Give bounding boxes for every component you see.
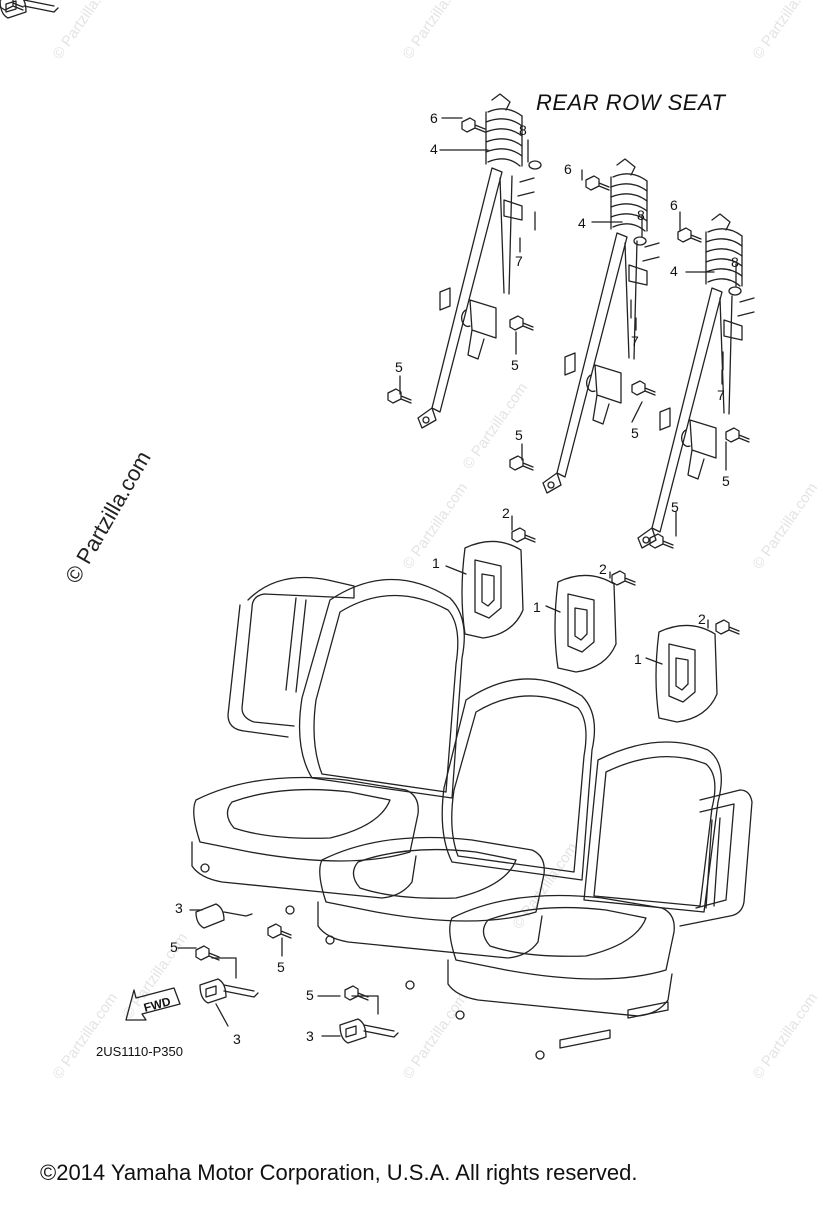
callout-label: 5 xyxy=(671,499,679,515)
callout-label: 4 xyxy=(430,141,438,157)
watermark-text: © Partzilla.com xyxy=(49,990,121,1083)
seat-frame-right xyxy=(679,789,753,927)
callout-label: 4 xyxy=(578,215,586,231)
callout-label: 3 xyxy=(175,900,183,916)
callout-label: 3 xyxy=(306,1028,314,1044)
diagram-title: REAR ROW SEAT xyxy=(536,90,726,115)
fwd-label: FWD xyxy=(142,994,172,1015)
diagram-id: 2US1110-P350 xyxy=(96,1044,183,1059)
seat-cushion xyxy=(191,776,675,1017)
callout-label: 5 xyxy=(511,357,519,373)
callout-label: 5 xyxy=(277,959,285,975)
callout-label: 1 xyxy=(634,651,642,667)
callout-label: 6 xyxy=(564,161,572,177)
callout-labels: 6 4 8 7 5 5 6 4 8 7 5 5 6 4 8 7 5 5 2 1 … xyxy=(142,110,739,1047)
callout-label: 8 xyxy=(731,254,739,270)
callout-label: 3 xyxy=(233,1031,241,1047)
callout-label: 5 xyxy=(170,939,178,955)
callout-label: 1 xyxy=(432,555,440,571)
seat-frame-left xyxy=(227,576,355,738)
seat-back xyxy=(298,578,722,913)
callout-label: 1 xyxy=(533,599,541,615)
callout-label: 7 xyxy=(631,333,639,349)
headrest-icon xyxy=(461,540,524,639)
watermark-text: © Partzilla.com xyxy=(749,0,821,62)
watermark-text: © Partzilla.com xyxy=(49,0,121,62)
callout-label: 5 xyxy=(395,359,403,375)
callout-label: 7 xyxy=(515,253,523,269)
watermark-text: © Partzilla.com xyxy=(509,840,581,933)
callout-label: 5 xyxy=(515,427,523,443)
callout-label: 8 xyxy=(637,207,645,223)
callout-label: 5 xyxy=(631,425,639,441)
callout-label: 8 xyxy=(519,122,527,138)
callout-label: 6 xyxy=(670,197,678,213)
seat-rails xyxy=(200,863,669,1060)
callout-label: 4 xyxy=(670,263,678,279)
bolt-icon xyxy=(0,0,24,11)
watermark-text: © Partzilla.com xyxy=(399,0,471,62)
copyright-footer: ©2014 Yamaha Motor Corporation, U.S.A. A… xyxy=(40,1160,638,1185)
buckle-icon xyxy=(195,903,253,929)
callout-label: 2 xyxy=(698,611,706,627)
watermark-text: © Partzilla.com xyxy=(399,990,471,1083)
buckle-icon xyxy=(0,0,59,19)
seat-belt-assembly xyxy=(417,93,535,429)
callout-label: 7 xyxy=(717,387,725,403)
callout-label: 6 xyxy=(430,110,438,126)
watermark-text: © Partzilla.com xyxy=(749,480,821,573)
callout-label: 2 xyxy=(502,505,510,521)
callout-label: 2 xyxy=(599,561,607,577)
callout-label: 5 xyxy=(306,987,314,1003)
callout-label: 5 xyxy=(722,473,730,489)
fwd-arrow-icon xyxy=(125,987,181,1021)
watermark-text: © Partzilla.com xyxy=(749,990,821,1083)
